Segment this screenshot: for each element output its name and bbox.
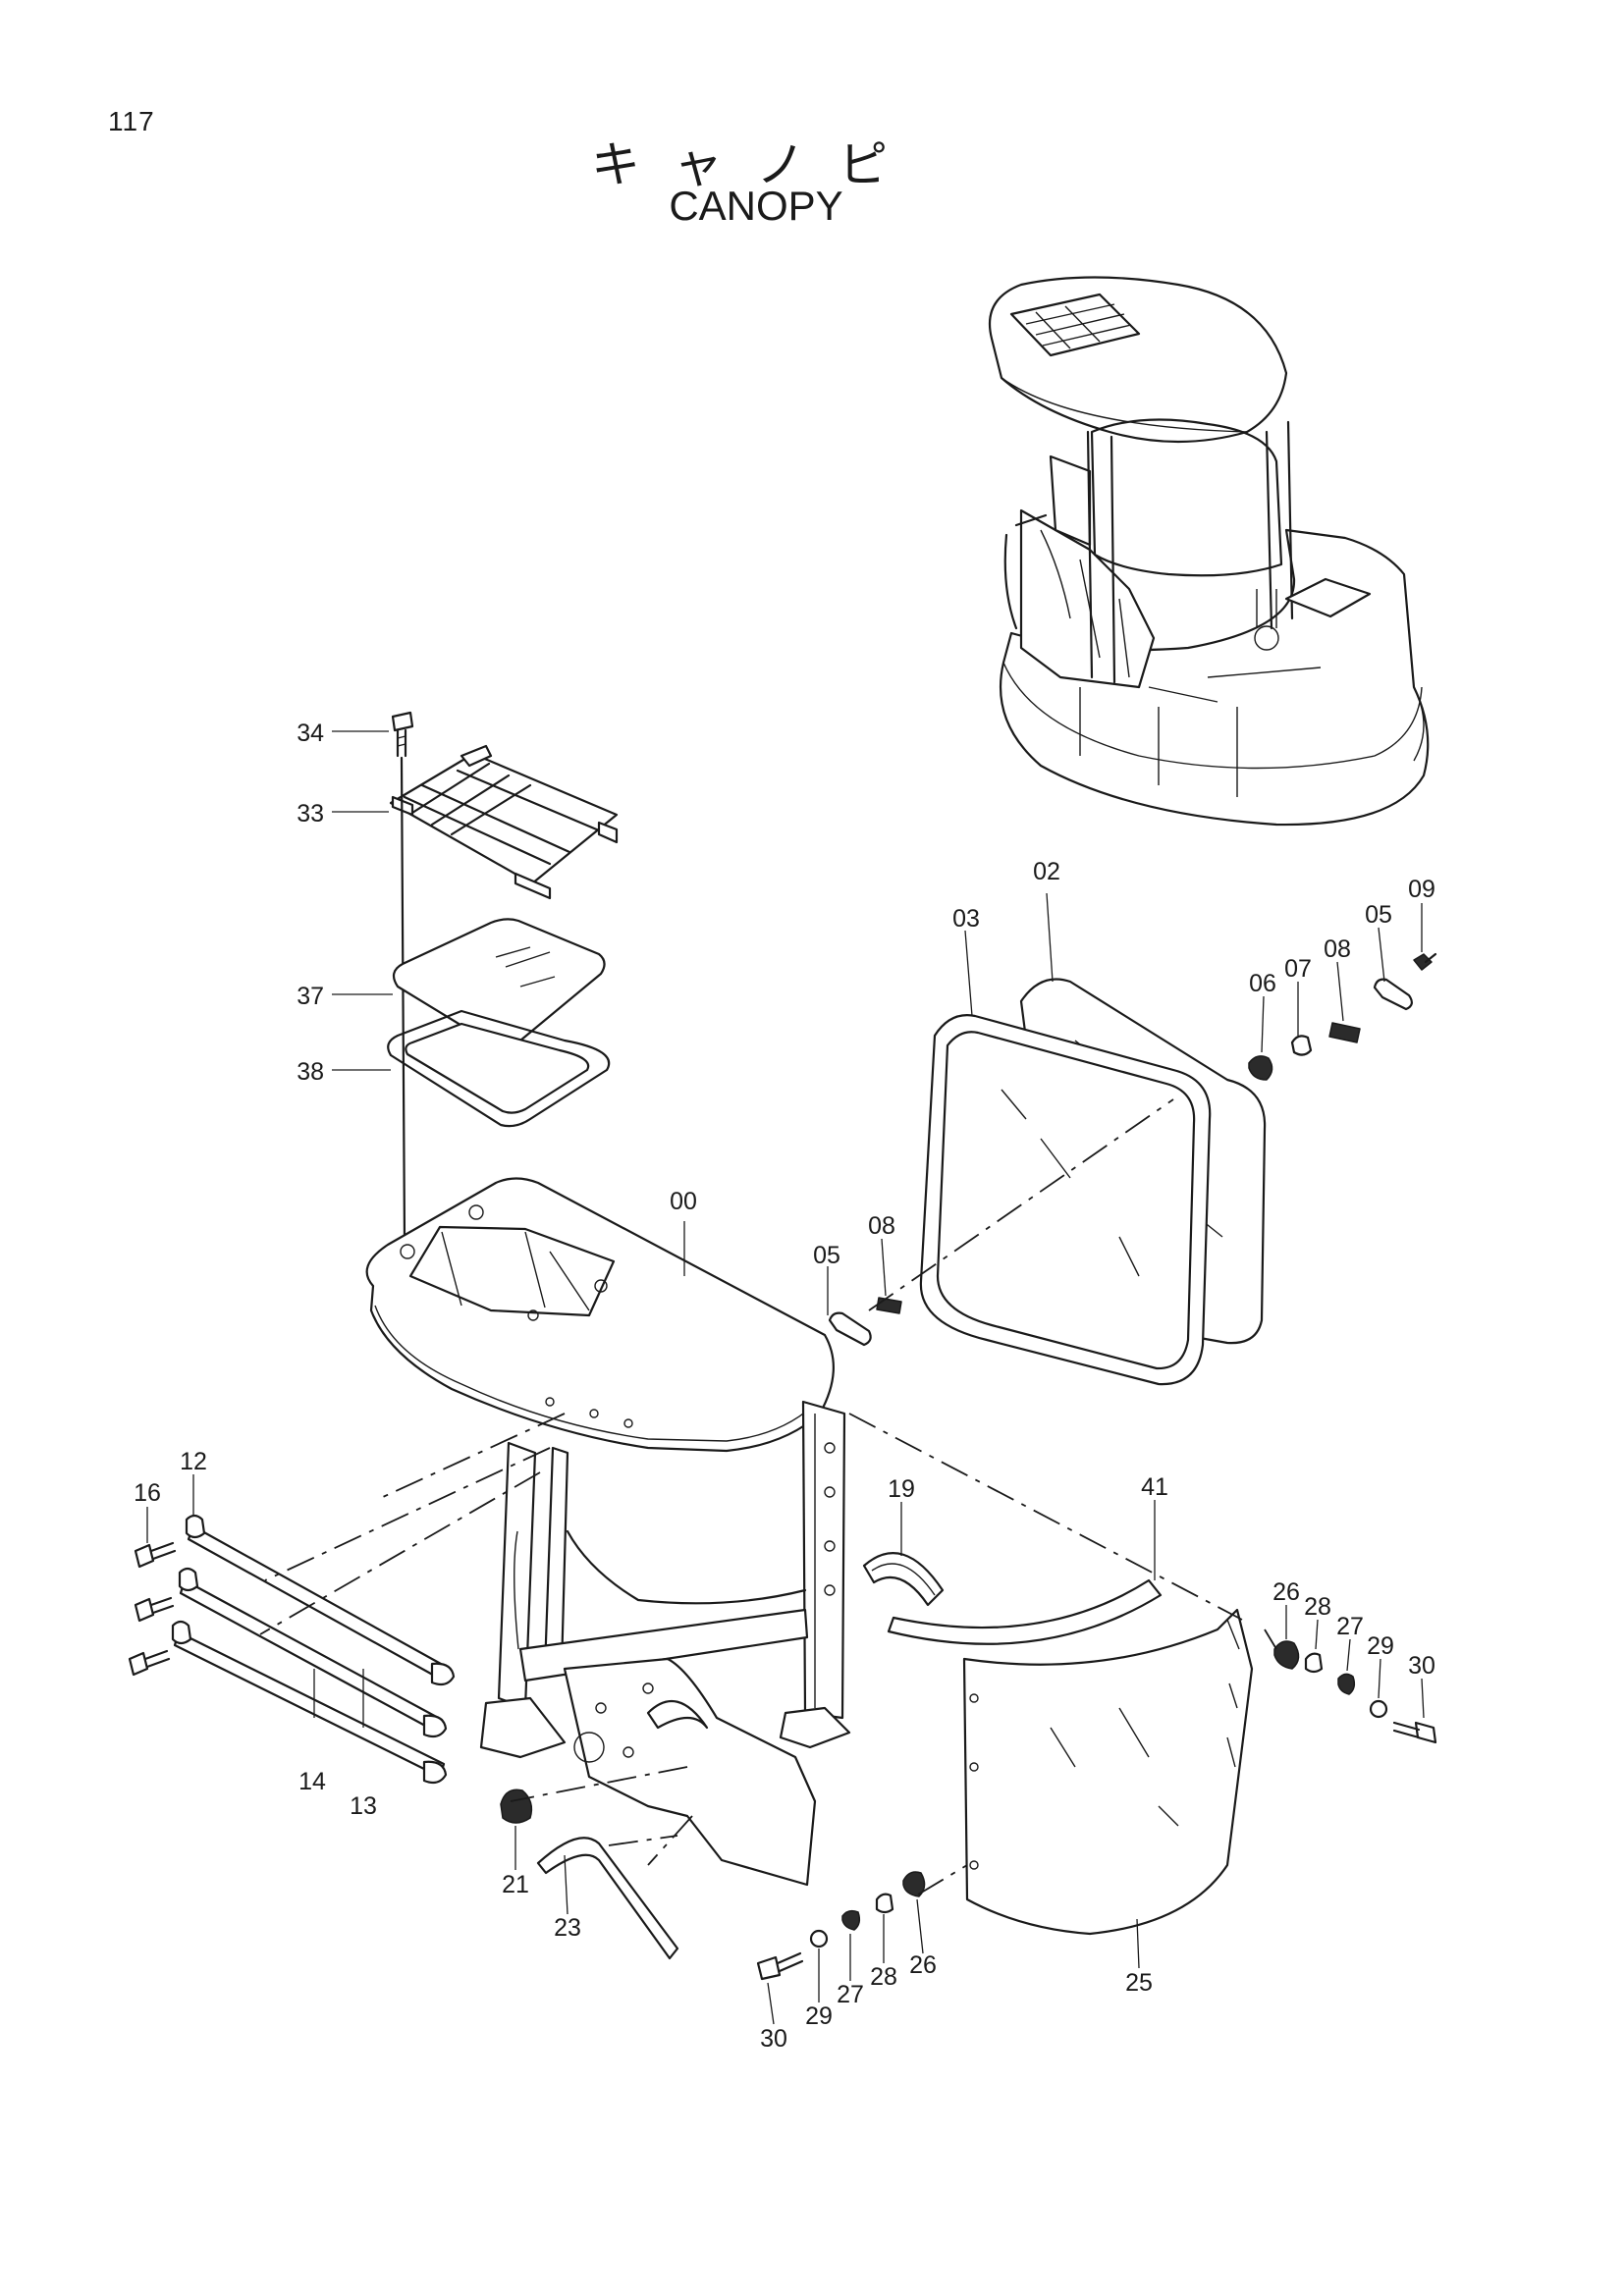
door-panel xyxy=(962,1608,1254,1936)
assembly-chain-lines xyxy=(259,1098,1277,1896)
title-english: CANOPY xyxy=(669,183,843,229)
bolts-16 xyxy=(128,1541,177,1677)
callout-05-rear: 05 xyxy=(1365,901,1392,929)
callout-26-right: 26 xyxy=(1272,1578,1300,1606)
callout-29-right: 29 xyxy=(1367,1632,1394,1660)
title-japanese: キャノピ xyxy=(591,136,921,193)
callout-14: 14 xyxy=(298,1768,326,1795)
trim-23 xyxy=(536,1837,679,1960)
front-hardware xyxy=(828,1297,902,1347)
roof-guard-grill xyxy=(389,744,619,900)
callout-21: 21 xyxy=(502,1871,529,1898)
canopy-frame xyxy=(365,1177,851,1887)
callout-34: 34 xyxy=(297,720,324,747)
callout-06: 06 xyxy=(1249,970,1276,997)
callout-26-left: 26 xyxy=(909,1951,937,1979)
callout-37: 37 xyxy=(297,983,324,1010)
callout-19: 19 xyxy=(888,1475,915,1503)
bolt-34 xyxy=(391,711,414,758)
callout-30-right: 30 xyxy=(1408,1652,1435,1680)
callout-08-rear: 08 xyxy=(1324,935,1351,963)
callout-28-right: 28 xyxy=(1304,1593,1331,1621)
seal-41 xyxy=(887,1578,1163,1645)
callout-28-left: 28 xyxy=(870,1963,897,1991)
page-number: 117 xyxy=(108,106,155,136)
rear-glass-seal xyxy=(919,1014,1212,1386)
callout-09: 09 xyxy=(1408,876,1435,903)
callout-30-left: 30 xyxy=(760,2025,787,2053)
callout-27-right: 27 xyxy=(1336,1613,1364,1640)
callout-23: 23 xyxy=(554,1914,581,1942)
callout-labels: 00 02 03 05 05 06 07 08 08 09 12 13 14 1… xyxy=(134,720,1435,2053)
callout-13: 13 xyxy=(350,1792,377,1820)
right-side-hardware xyxy=(1273,1640,1437,1744)
callout-05-front: 05 xyxy=(813,1242,840,1269)
callout-08-front: 08 xyxy=(868,1212,895,1240)
trim-19 xyxy=(862,1552,945,1607)
callout-41: 41 xyxy=(1141,1473,1168,1501)
left-side-hardware xyxy=(756,1871,926,1981)
callout-12: 12 xyxy=(180,1448,207,1475)
callout-03: 03 xyxy=(952,905,980,933)
stays xyxy=(171,1514,456,1785)
callout-38: 38 xyxy=(297,1058,324,1086)
callout-29-left: 29 xyxy=(805,2002,833,2030)
grommet-21 xyxy=(500,1789,533,1824)
callout-00: 00 xyxy=(670,1188,697,1215)
callout-07: 07 xyxy=(1284,955,1312,983)
callout-16: 16 xyxy=(134,1479,161,1507)
roof-glass-seal xyxy=(387,1009,611,1128)
callout-25: 25 xyxy=(1125,1969,1153,1997)
callout-02: 02 xyxy=(1033,858,1060,885)
upper-right-hardware xyxy=(1248,952,1437,1081)
callout-33: 33 xyxy=(297,800,324,828)
leader-lines xyxy=(146,730,1425,2025)
machine-overview xyxy=(988,276,1430,827)
roof-glass xyxy=(392,918,606,1048)
callout-27-left: 27 xyxy=(837,1981,864,2008)
